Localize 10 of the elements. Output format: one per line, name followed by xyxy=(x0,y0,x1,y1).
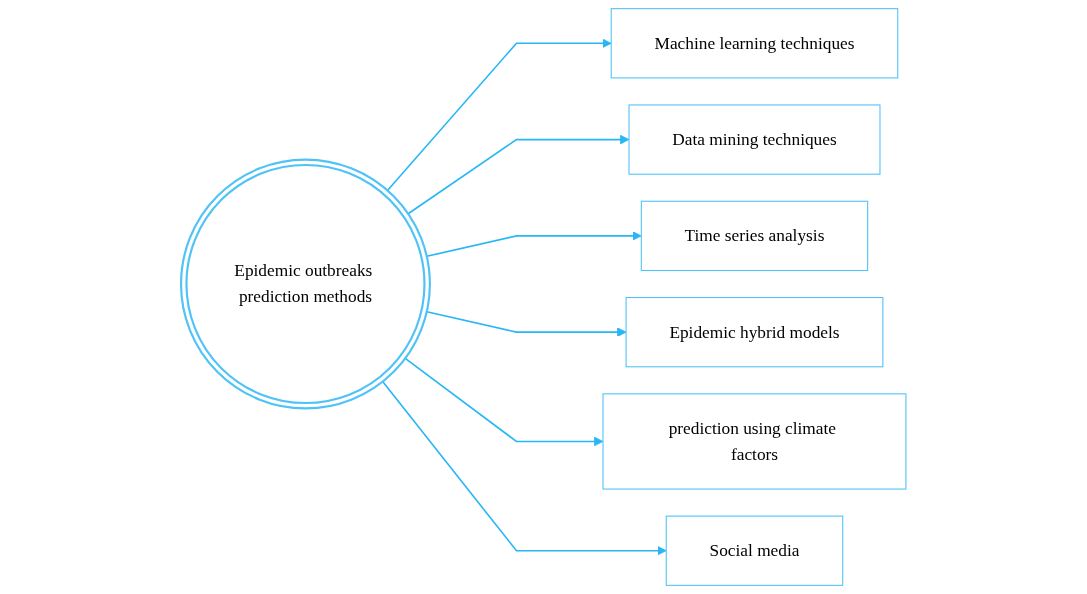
node-box: prediction using climate factors xyxy=(602,393,907,490)
arrow xyxy=(381,380,667,556)
node-box: Data mining techniques xyxy=(628,104,881,175)
node-box: Time series analysis xyxy=(640,200,869,272)
node-box: Social media xyxy=(665,515,844,586)
arrow xyxy=(386,38,612,192)
arrow xyxy=(404,357,604,447)
node-circle: Epidemic outbreaks prediction methods xyxy=(179,158,431,410)
node-box: Epidemic hybrid models xyxy=(625,297,884,368)
node-box: Machine learning techniques xyxy=(610,8,899,79)
